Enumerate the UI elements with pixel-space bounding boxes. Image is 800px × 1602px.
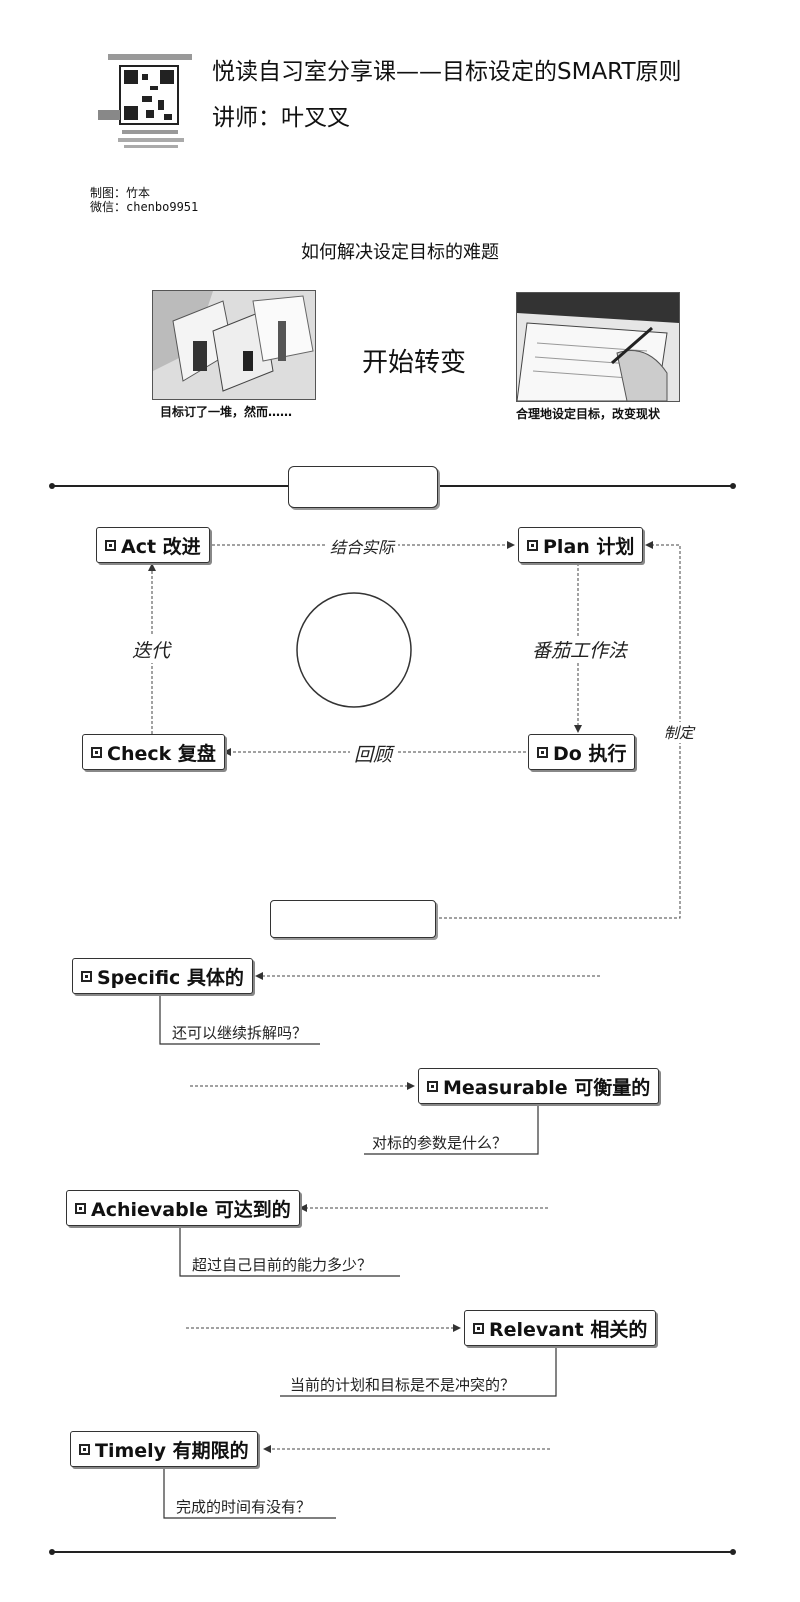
section-question: 如何解决设定目标的难题	[301, 242, 499, 263]
credit-wechat: 微信：chenbo9951	[90, 200, 199, 214]
caption-messy-goals: 目标订了一堆，然而……	[160, 405, 293, 419]
node-icon	[105, 539, 116, 551]
node-icon	[81, 970, 92, 982]
page-title: 悦读自习室分享课——目标设定的SMART原则	[212, 59, 682, 85]
question-measurable: 对标的参数是什么？	[372, 1134, 508, 1152]
node-measurable: Measurable 可衡量的	[418, 1068, 660, 1104]
node-achievable: Achievable 可达到的	[66, 1190, 300, 1226]
node-icon	[75, 1202, 86, 1214]
node-icon	[473, 1322, 484, 1334]
section-heading-box	[288, 466, 438, 508]
node-act-label: Act 改进	[121, 535, 201, 558]
credit-author: 制图：竹本	[90, 186, 151, 200]
edge-label-act-plan: 结合实际	[326, 534, 399, 558]
node-relevant-label: Relevant 相关的	[489, 1318, 648, 1341]
node-plan: Plan 计划	[518, 527, 644, 563]
node-measurable-label: Measurable 可衡量的	[443, 1076, 651, 1099]
edge-label-check-act: 迭代	[128, 636, 175, 663]
node-icon	[91, 746, 102, 758]
smart-heading-box	[270, 900, 436, 938]
question-timely: 完成的时间有没有？	[176, 1498, 312, 1516]
edge-label-plan-do: 番茄工作法	[528, 636, 632, 663]
photo-messy-goals	[152, 290, 316, 400]
node-icon	[527, 539, 538, 551]
node-do: Do 执行	[528, 734, 636, 770]
node-achievable-label: Achievable 可达到的	[91, 1198, 291, 1221]
node-do-label: Do 执行	[553, 742, 627, 765]
node-icon	[79, 1443, 90, 1455]
qr-code-logo	[98, 52, 198, 152]
node-specific: Specific 具体的	[72, 958, 253, 994]
node-timely: Timely 有期限的	[70, 1431, 258, 1467]
transition-text: 开始转变	[362, 348, 467, 378]
edge-label-do-check: 回顾	[350, 740, 397, 767]
node-check: Check 复盘	[82, 734, 225, 770]
node-check-label: Check 复盘	[107, 742, 216, 765]
question-achievable: 超过自己目前的能力多少？	[192, 1256, 373, 1274]
node-icon	[537, 746, 548, 758]
edge-label-make: 制定	[660, 722, 699, 743]
node-icon	[427, 1080, 438, 1092]
photo-planning	[516, 292, 680, 402]
caption-planning: 合理地设定目标，改变现状	[516, 407, 661, 421]
node-specific-label: Specific 具体的	[97, 966, 244, 989]
question-relevant: 当前的计划和目标是不是冲突的？	[290, 1376, 516, 1394]
question-specific: 还可以继续拆解吗？	[172, 1024, 308, 1042]
node-relevant: Relevant 相关的	[464, 1310, 657, 1346]
speaker-name: 讲师：叶叉叉	[212, 105, 350, 131]
node-timely-label: Timely 有期限的	[95, 1439, 249, 1462]
node-act: Act 改进	[96, 527, 210, 563]
node-plan-label: Plan 计划	[543, 535, 635, 558]
